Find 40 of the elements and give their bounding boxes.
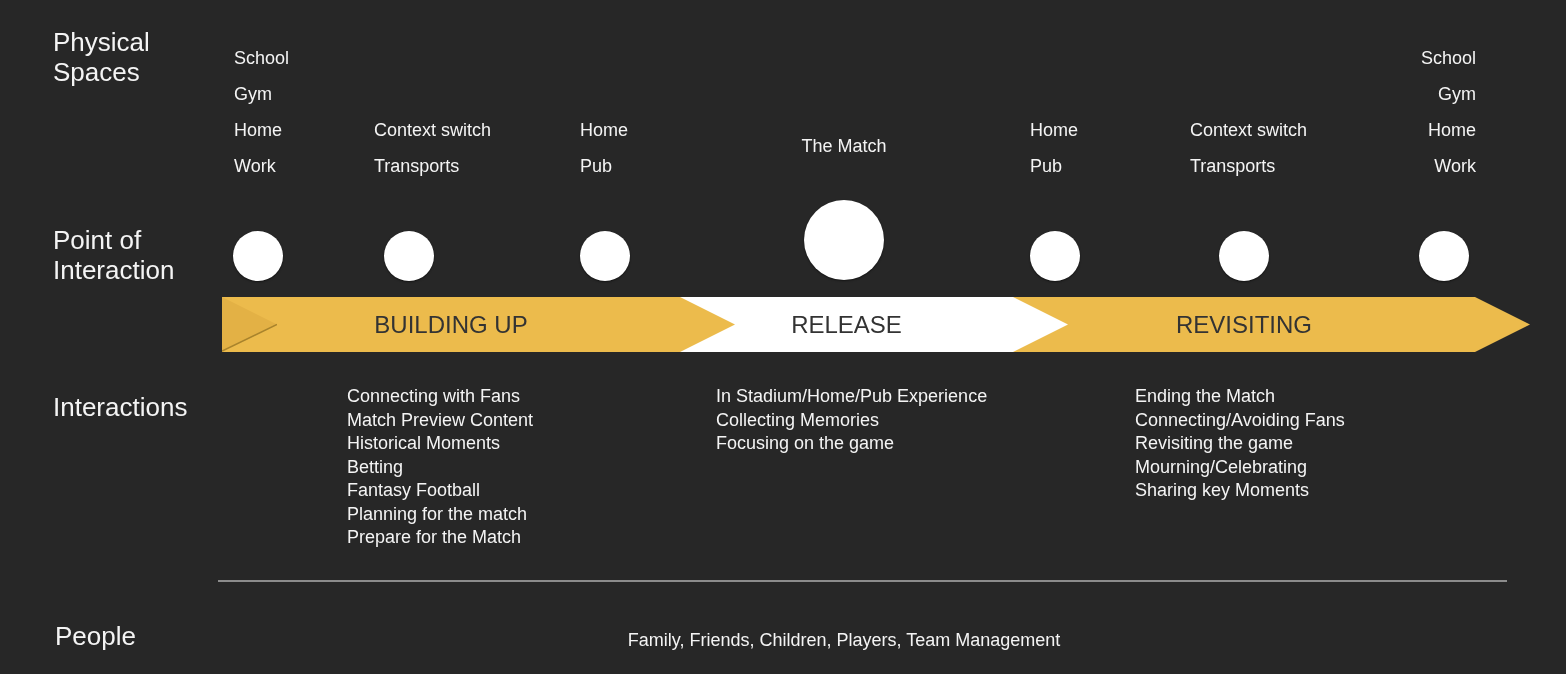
phase-label: RELEASE [791,310,902,339]
space-label: Transports [374,155,460,178]
interaction-item: Match Preview Content [347,408,534,432]
space-label: Transports [1190,155,1276,178]
phase-label: BUILDING UP [374,310,528,339]
interaction-item: Sharing key Moments [1135,479,1311,502]
interaction-item: Planning for the match [347,502,529,526]
row-heading: People [55,621,136,651]
space-label: School [1420,47,1476,70]
people-list-text: Family, Friends, Children, Players, Team Management [627,629,1061,651]
space-label: Gym [1438,83,1476,106]
space-label: The Match [801,135,887,158]
interaction-item: Connecting/Avoiding Fans [1135,408,1345,432]
interaction-item: Connecting with Fans [347,385,522,408]
space-label: Gym [234,83,272,106]
space-label: Work [234,155,276,178]
interaction-item: Focusing on the game [716,432,896,455]
interaction-item: Historical Moments [347,432,502,455]
row-heading: Physical Spaces [53,27,151,87]
interaction-item: Betting [347,455,405,479]
space-label: Home [1428,119,1476,142]
space-label: Pub [1030,155,1063,178]
row-heading: Point of Interaction [53,225,176,285]
interaction-item: Fantasy Football [347,479,482,502]
row-heading: Interactions [53,392,188,422]
interaction-item: Ending the Match [1135,385,1277,408]
space-label: Work [1434,155,1476,178]
space-label: School [234,47,290,70]
interaction-item: In Stadium/Home/Pub Experience [716,385,988,408]
interaction-item: Revisiting the game [1135,432,1295,455]
space-label: Home [1030,119,1078,142]
phase-label: REVISITING [1176,310,1312,339]
space-label: Context switch [374,119,492,142]
interaction-item: Prepare for the Match [347,526,523,549]
space-label: Home [580,119,628,142]
space-label: Pub [580,155,613,178]
interaction-item: Mourning/Celebrating [1135,455,1309,479]
space-label: Home [234,119,282,142]
interaction-item: Collecting Memories [716,408,881,432]
space-label: Context switch [1190,119,1308,142]
